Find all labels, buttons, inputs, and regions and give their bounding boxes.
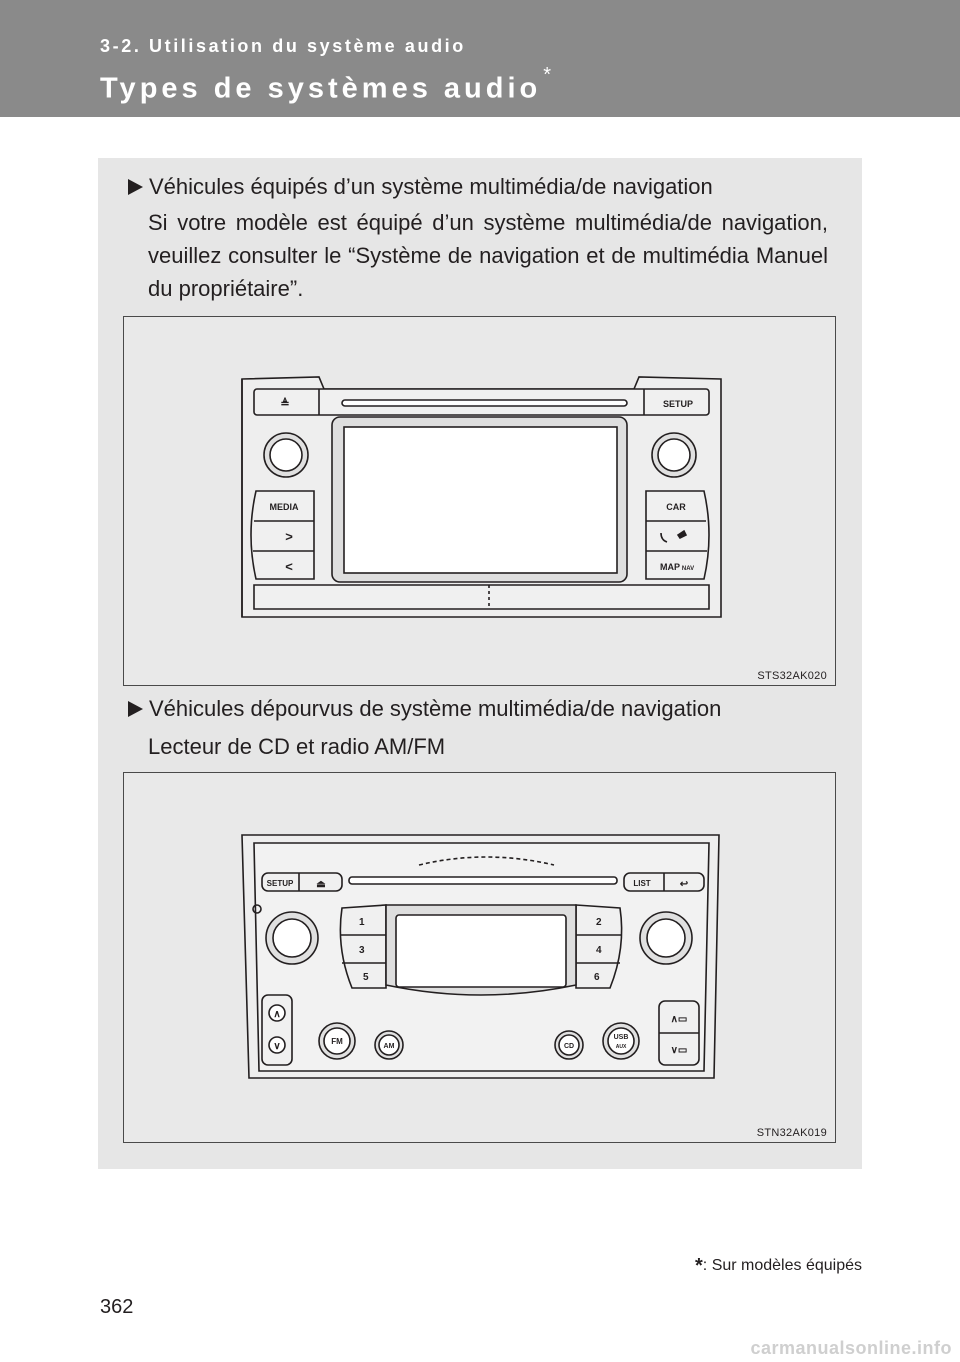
- multimedia-unit-illustration: ≜ SETUP MEDIA > < CAR MAP NAV: [241, 376, 722, 618]
- aux-label: AUX: [616, 1044, 627, 1050]
- usb-label: USB: [614, 1034, 629, 1041]
- seek-up-icon: ∧▭: [671, 1014, 688, 1025]
- footnote: *: Sur modèles équipés: [695, 1255, 862, 1278]
- preset-2: 2: [596, 917, 602, 928]
- footnote-text: : Sur modèles équipés: [702, 1257, 862, 1274]
- cd-label: CD: [564, 1043, 574, 1050]
- preset-6: 6: [594, 972, 600, 983]
- fm-label: FM: [331, 1037, 343, 1046]
- figure-standard-unit: SETUP ⏏ LIST ↩ 1 3 5 2 4 6 ∧ ∨ FM AM CD …: [123, 772, 836, 1143]
- car-label: CAR: [666, 502, 686, 512]
- prev-label: <: [285, 559, 293, 574]
- preset-4: 4: [596, 945, 602, 956]
- bullet-standard: Véhicules dépourvus de système multimédi…: [128, 696, 721, 722]
- bullet-standard-text: Véhicules dépourvus de système multimédi…: [149, 696, 722, 721]
- bullet-multimedia-text: Véhicules équipés d’un système multimédi…: [149, 174, 713, 199]
- nav-label: NAV: [682, 566, 694, 572]
- back-icon: ↩: [680, 879, 689, 890]
- list-label: LIST: [633, 879, 650, 888]
- section-label: 3-2. Utilisation du système audio: [100, 36, 466, 56]
- media-label: MEDIA: [270, 502, 300, 512]
- triangle-bullet-icon: [128, 179, 143, 195]
- eject-icon: ≜: [280, 397, 289, 410]
- eject-icon: ⏏: [316, 879, 326, 890]
- preset-1: 1: [359, 917, 365, 928]
- up-icon: ∧: [273, 1009, 280, 1020]
- setup-label: SETUP: [663, 399, 693, 409]
- watermark: carmanualsonline.info: [750, 1338, 952, 1358]
- multimedia-description: Si votre modèle est équipé d’un système …: [148, 210, 828, 301]
- page-title: Types de systèmes audio*: [100, 64, 551, 106]
- seek-down-icon: ∨▭: [671, 1045, 688, 1056]
- figure-multimedia-unit: ≜ SETUP MEDIA > < CAR MAP NAV STS32AK020: [123, 316, 836, 686]
- setup-label: SETUP: [267, 879, 294, 888]
- preset-3: 3: [359, 945, 365, 956]
- next-label: >: [285, 529, 293, 544]
- page-header: 3-2. Utilisation du système audio Types …: [0, 0, 960, 117]
- standard-subheading: Lecteur de CD et radio AM/FM: [148, 734, 446, 759]
- down-icon: ∨: [273, 1041, 280, 1052]
- footnote-asterisk: *: [695, 1255, 703, 1277]
- bullet-multimedia: Véhicules équipés d’un système multimédi…: [128, 174, 713, 200]
- triangle-bullet-icon: [128, 701, 143, 717]
- am-label: AM: [384, 1043, 395, 1050]
- standard-unit-illustration: SETUP ⏏ LIST ↩ 1 3 5 2 4 6 ∧ ∨ FM AM CD …: [241, 834, 720, 1079]
- footnote-marker: *: [543, 64, 552, 86]
- page-number: 362: [100, 1296, 134, 1318]
- page-title-text: Types de systèmes audio: [100, 72, 542, 105]
- phone-icon: [660, 529, 688, 543]
- figure-code: STS32AK020: [757, 670, 827, 682]
- preset-5: 5: [363, 972, 369, 983]
- map-label: MAP: [660, 562, 680, 572]
- figure-code: STN32AK019: [756, 1127, 827, 1139]
